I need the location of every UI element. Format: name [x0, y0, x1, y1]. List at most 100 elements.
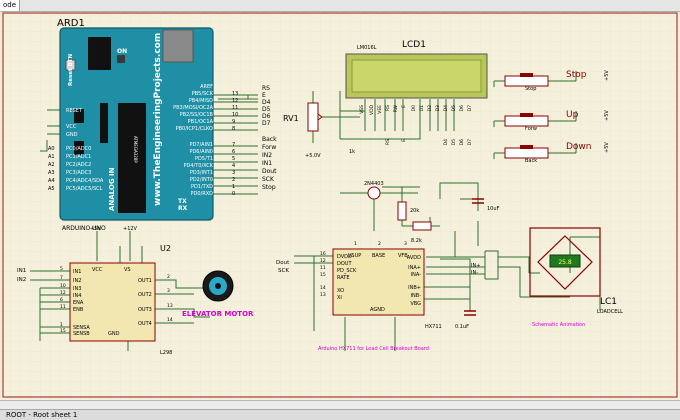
button-label: Up — [566, 110, 579, 120]
tab-schematic[interactable]: ode — [0, 0, 21, 11]
capacitor-10uf-label: 10uF — [487, 206, 500, 212]
hx711-left-pin: PD_SCK — [337, 268, 357, 274]
hx711-top-pin: BASE — [372, 253, 385, 259]
arduino-net-label: Forw — [262, 144, 276, 151]
schematic-canvas[interactable]: ARD1 Reset BTN ON www.TheEngineeringProj… — [0, 11, 680, 400]
arduino-net-label: D6 — [262, 113, 271, 120]
arduino-left-pin: A1 — [48, 154, 55, 160]
lcd-pin-label: D1 — [419, 105, 425, 111]
button-net: Forw — [525, 126, 537, 132]
hx711-agnd: AGND — [370, 307, 385, 313]
capacitor-01uf-label: 0.1uF — [455, 324, 469, 330]
arduino-pin-number: 7 — [232, 142, 235, 148]
l298-driver[interactable]: U2 L298 +5V +12V IN15IN27IN310IN412ENA6E… — [17, 226, 254, 356]
hx711-left-num: 16 — [320, 251, 326, 257]
lcd-pin-label: D4 — [443, 105, 449, 111]
arduino-left-label: PC0/ADC0 — [66, 146, 91, 152]
hx711-right-pin: INA+ — [408, 265, 421, 271]
arduino-right-label: PD0/RXD — [191, 191, 214, 197]
push-button-icon — [504, 147, 549, 159]
driver-left-pin: SENSB — [73, 331, 90, 337]
resistor-8k2-icon — [412, 221, 432, 231]
lcd-net-label: D5 — [451, 139, 457, 145]
arduino-right-label: AREF — [200, 84, 213, 90]
driver-left-pin: SENSA — [73, 325, 90, 331]
driver-ref: U2 — [160, 244, 171, 253]
hx711-left-pin: DVDD — [337, 254, 352, 260]
driver-right-pin: VCC — [92, 267, 103, 273]
arduino-pin-number: 0 — [232, 191, 235, 197]
arduino-board[interactable]: ARD1 Reset BTN ON www.TheEngineeringProj… — [48, 18, 277, 232]
arduino-net-label: IN2 — [262, 152, 272, 159]
arduino-left-pin: A2 — [48, 162, 55, 168]
lcd-net-label: RS — [385, 139, 391, 145]
push-button-icon — [504, 115, 549, 127]
led-icon — [117, 55, 125, 63]
reset-button-icon — [65, 59, 76, 71]
arduino-pin-number: 6 — [232, 149, 235, 155]
resistor-8k2-label: 8.2k — [411, 238, 422, 244]
arduino-right-label: PD6/AIN0 — [189, 149, 213, 155]
hx711-left-num: 12 — [320, 258, 326, 264]
arduino-left-label: PC3/ADC3 — [66, 170, 91, 176]
driver-left-num: 15 — [60, 328, 66, 334]
arduino-right-label: PD7/AIN1 — [189, 142, 213, 148]
arduino-net-label: Stop — [262, 184, 276, 191]
load-cell-part: LOADCELL — [597, 309, 623, 315]
arduino-rx: RX — [178, 205, 188, 212]
lcd-part: LM016L — [357, 45, 377, 51]
hx711-top-num: 2 — [378, 241, 381, 247]
button-supply: +5V — [604, 70, 610, 81]
arduino-brand: www.TheEngineeringProjects.com — [153, 33, 163, 206]
arduino-on-label: ON — [117, 48, 127, 55]
lcd-pin-label: D2 — [427, 105, 433, 111]
arduino-net-label: SCK — [262, 176, 275, 183]
hx711-left-num: 14 — [320, 285, 326, 291]
push-button-icon — [504, 75, 549, 87]
atmega-chip-icon — [118, 103, 146, 213]
load-cell-value: 25.8 — [558, 259, 572, 266]
driver-left-pin: ENB — [73, 307, 84, 313]
resistor-20k-label: 20k — [410, 208, 419, 214]
load-cell[interactable]: 25.8 LC1 LOADCELL Schematic Animation — [529, 227, 623, 328]
arduino-right-label: PB5/SCK — [192, 91, 214, 97]
arduino-pin-number: 2 — [232, 177, 235, 183]
driver-left-pin: IN3 — [73, 286, 81, 292]
hx711-left-pin: RATE — [337, 275, 350, 281]
arduino-right-label: PD2/INT0 — [190, 177, 213, 183]
driver-right-num: 14 — [167, 317, 173, 323]
driver-left-pin: IN4 — [73, 293, 81, 299]
hx711-left-pin: DOUT — [337, 261, 352, 267]
driver-left-pin: IN1 — [73, 269, 81, 275]
crystal-icon — [100, 103, 108, 143]
hx711-net-inm: IN- — [471, 270, 478, 276]
motor-label: ELEVATOR MOTOR — [182, 310, 254, 318]
hx711-right-pin: INB+ — [408, 285, 421, 291]
arduino-pin-number: 3 — [232, 170, 235, 176]
driver-left-num: 10 — [60, 283, 66, 289]
capacitor-01uf-icon — [464, 310, 476, 316]
arduino-right-label: PB2/SS/OC1B — [180, 112, 214, 118]
arduino-pin-number: 12 — [232, 98, 238, 104]
transistor-label: 2N4403 — [364, 181, 384, 187]
driver-right-pin: OUT3 — [138, 307, 152, 313]
arduino-right-label: PB0/ICP1/CLKO — [176, 126, 213, 132]
arduino-ref: ARD1 — [57, 18, 85, 29]
lcd-pin-label: RS — [385, 105, 391, 111]
hx711-caption: Arduino HX711 for Load Cell Breakout Boa… — [318, 346, 429, 352]
pot-supply: +5.0V — [305, 153, 321, 159]
arduino-right-label: PD5/T1 — [195, 156, 213, 162]
driver-left-num: 1 — [60, 322, 63, 328]
arduino-net-label: D4 — [262, 99, 271, 106]
arduino-left-pin: A4 — [48, 178, 55, 184]
hx711-net-dout: Dout — [276, 260, 290, 266]
horizontal-scrollbar[interactable] — [0, 400, 680, 410]
hx711-right-pin: INA- — [411, 272, 422, 278]
arduino-pin-number: 8 — [232, 126, 235, 132]
potentiometer[interactable]: RV1 1k +5.0V — [283, 102, 355, 159]
